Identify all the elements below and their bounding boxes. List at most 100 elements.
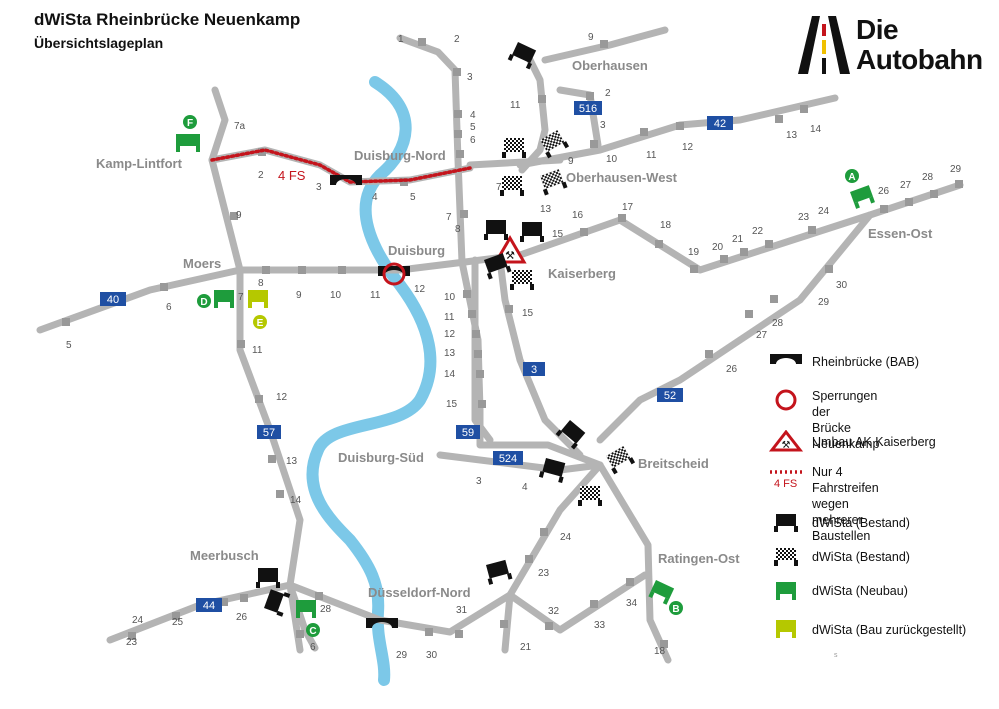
svg-text:15: 15: [522, 308, 534, 319]
svg-text:28: 28: [922, 172, 934, 183]
place-essen-ost: Essen-Ost: [868, 226, 933, 241]
svg-text:5: 5: [470, 122, 476, 133]
svg-text:7: 7: [496, 182, 502, 193]
svg-text:31: 31: [456, 605, 468, 616]
svg-text:16: 16: [572, 210, 584, 221]
svg-text:⚒: ⚒: [505, 250, 515, 262]
svg-text:14: 14: [444, 369, 456, 380]
svg-text:D: D: [200, 297, 207, 308]
svg-text:59: 59: [462, 427, 474, 439]
legend-item-dwista-neubau: dWiSta (Neubau): [768, 580, 908, 604]
svg-text:23: 23: [538, 568, 550, 579]
svg-text:13: 13: [786, 130, 798, 141]
legend-footer-mark: s: [834, 652, 838, 659]
svg-text:7a: 7a: [234, 121, 246, 132]
shield-a57: 57: [257, 425, 281, 439]
shield-a516: 516: [574, 101, 602, 115]
svg-text:10: 10: [444, 292, 456, 303]
bridge-icon: [770, 354, 802, 364]
four-lane-icon: [770, 470, 802, 474]
shield-a524: 524: [493, 451, 523, 465]
legend-item-bridge: Rheinbrücke (BAB): [768, 352, 919, 376]
svg-text:23: 23: [798, 212, 810, 223]
svg-text:2: 2: [454, 34, 460, 45]
svg-text:A: A: [848, 172, 855, 183]
svg-text:21: 21: [732, 234, 744, 245]
dwista-existing-pattern-signs: [500, 130, 636, 506]
svg-text:3: 3: [467, 72, 473, 83]
svg-text:13: 13: [286, 456, 298, 467]
svg-text:13: 13: [444, 348, 456, 359]
svg-text:12: 12: [414, 284, 426, 295]
svg-text:26: 26: [726, 364, 738, 375]
svg-text:524: 524: [499, 453, 517, 465]
svg-text:15: 15: [446, 399, 458, 410]
svg-text:21: 21: [520, 642, 532, 653]
site-marker-b: B: [669, 601, 683, 615]
page-subtitle: Übersichtslageplan: [34, 35, 164, 51]
four-lane-badge: 4 FS: [774, 478, 798, 490]
svg-text:34: 34: [626, 598, 638, 609]
svg-text:6: 6: [310, 642, 316, 653]
svg-text:6: 6: [470, 135, 476, 146]
svg-text:3: 3: [600, 120, 606, 131]
svg-text:6: 6: [166, 302, 172, 313]
place-duisburg-sued: Duisburg-Süd: [338, 450, 424, 465]
svg-text:18: 18: [660, 220, 672, 231]
svg-text:20: 20: [712, 242, 724, 253]
legend-item-dwista-bau: dWiSta (Bau zurückgestellt): [768, 618, 966, 642]
svg-text:11: 11: [252, 345, 263, 356]
svg-text:22: 22: [752, 226, 764, 237]
svg-text:10: 10: [606, 154, 618, 165]
legend-item-dwista-bestand: dWiSta (Bestand): [768, 512, 910, 536]
place-meerbusch: Meerbusch: [190, 548, 259, 563]
svg-text:57: 57: [263, 427, 275, 439]
svg-text:29: 29: [950, 164, 962, 175]
legend-item-rebuild: ⚒ Umbau AK Kaiserberg: [768, 429, 936, 454]
svg-text:27: 27: [756, 330, 768, 341]
svg-text:27: 27: [900, 180, 912, 191]
place-breitscheid: Breitscheid: [638, 456, 709, 471]
svg-text:24: 24: [818, 206, 830, 217]
dwista-black-icon: [774, 514, 798, 532]
logo-line-2: Autobahn: [856, 44, 983, 75]
svg-text:30: 30: [426, 650, 438, 661]
closure-icon: [775, 389, 797, 411]
legend-label: dWiSta (Bestand): [812, 516, 910, 530]
svg-text:11: 11: [646, 150, 657, 161]
svg-text:E: E: [257, 318, 264, 329]
shield-a52: 52: [657, 388, 683, 402]
svg-text:11: 11: [370, 290, 381, 301]
svg-text:25: 25: [172, 617, 184, 628]
dwista-yellow-icon: [776, 620, 796, 638]
svg-text:9: 9: [568, 156, 574, 167]
shield-a3: 3: [523, 362, 545, 376]
svg-text:9: 9: [296, 290, 302, 301]
site-marker-f: F: [183, 115, 197, 129]
svg-text:15: 15: [552, 229, 564, 240]
svg-text:8: 8: [258, 278, 264, 289]
svg-text:7: 7: [238, 292, 244, 303]
svg-text:10: 10: [330, 290, 342, 301]
svg-text:2: 2: [258, 170, 264, 181]
autobahn-logo-icon: [798, 16, 850, 74]
svg-text:C: C: [309, 626, 316, 637]
svg-text:3: 3: [531, 364, 537, 376]
dwista-new-signs: [176, 134, 875, 618]
place-duesseldorf-nord: Düsseldorf-Nord: [368, 585, 471, 600]
svg-text:5: 5: [66, 340, 72, 351]
svg-text:12: 12: [444, 329, 456, 340]
legend-label: Nur 4 Fahrstreifen wegen mehrerer Bauste…: [812, 465, 879, 543]
svg-text:7: 7: [446, 212, 452, 223]
svg-text:14: 14: [290, 495, 302, 506]
dwista-checker-icon: [774, 548, 798, 566]
place-moers: Moers: [183, 256, 221, 271]
svg-text:4: 4: [522, 482, 528, 493]
warning-triangle-icon: ⚒: [768, 429, 804, 452]
site-marker-d: D: [197, 294, 211, 308]
svg-text:23: 23: [126, 637, 138, 648]
svg-text:4: 4: [470, 110, 476, 121]
site-marker-a: A: [845, 169, 859, 183]
